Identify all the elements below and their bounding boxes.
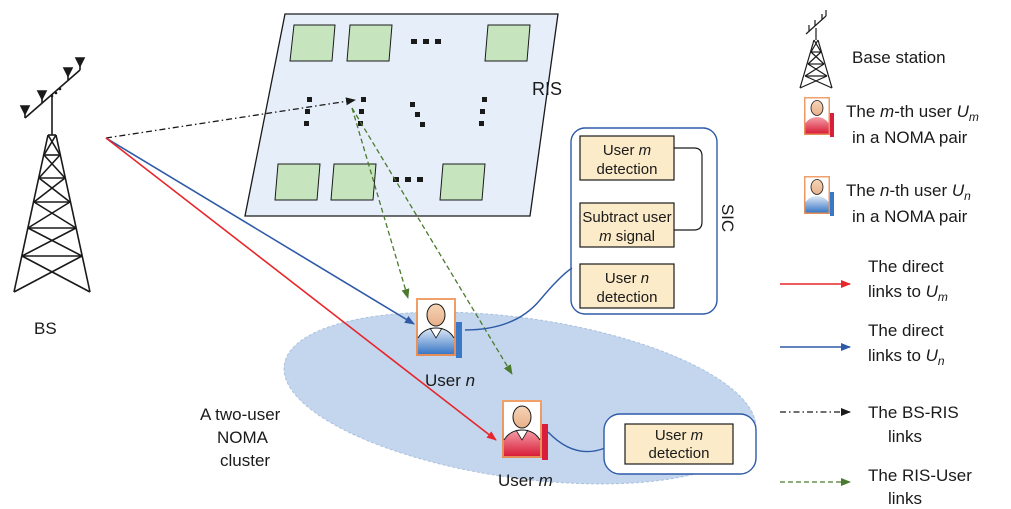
legend-direct-n-line2: links to Un (868, 346, 945, 368)
user-m-label: User m (498, 471, 553, 490)
svg-text:Subtract user: Subtract user (582, 209, 671, 226)
legend-base-station-label: Base station (852, 48, 946, 67)
ris-user-link-m (351, 107, 513, 375)
svg-text:User n: User n (605, 270, 649, 287)
user-m-icon (502, 400, 548, 460)
legend-bs-ris-line2: links (888, 427, 922, 446)
svg-text:User m: User m (603, 142, 651, 159)
bs-label: BS (34, 319, 57, 338)
legend-direct-m-line2: links to Um (868, 282, 948, 304)
direct-link-to-user-m (105, 137, 497, 441)
legend-user-m-line1: The m-th user Um (846, 102, 979, 124)
user-n-icon (416, 298, 462, 358)
bs-tower-icon (13, 57, 91, 293)
cluster-label-line3: cluster (220, 451, 270, 470)
user-n-label: User n (425, 371, 475, 390)
ris-ellipsis-middle (304, 97, 487, 127)
legend-user-n-icon (804, 176, 834, 216)
sic-box-subtract-signal (579, 202, 675, 248)
ris-element (330, 163, 377, 201)
sic-box-user-n-detection (579, 263, 675, 309)
cluster-label-line1: A two-user (200, 405, 281, 424)
svg-text:m signal: m signal (599, 228, 655, 245)
legend-ris-user-line2: links (888, 489, 922, 508)
ris-element (439, 163, 486, 201)
ris-element (346, 24, 393, 62)
legend-user-n-line1: The n-th user Un (846, 181, 971, 203)
ris-panel (244, 13, 559, 217)
user-m-detection-panel: User m detection (547, 413, 757, 475)
bs-ris-link (105, 97, 356, 139)
direct-link-to-user-n (105, 137, 415, 325)
cluster-label-line2: NOMA (217, 428, 269, 447)
sic-label: SIC (718, 204, 737, 232)
legend-user-n-line2: in a NOMA pair (852, 207, 968, 226)
svg-text:detection: detection (597, 289, 658, 306)
svg-text:User m: User m (655, 427, 703, 444)
legend-bs-ris-line1: The BS-RIS (868, 403, 959, 422)
ris-ellipsis-bottom (393, 177, 423, 182)
svg-text:detection: detection (597, 161, 658, 178)
legend-user-m-icon (804, 97, 834, 137)
legend-direct-n-line1: The direct (868, 321, 944, 340)
sic-box-user-m-detection (579, 135, 675, 181)
ris-label: RIS (532, 79, 562, 99)
ris-ellipsis-top (411, 39, 441, 44)
legend-direct-m-line1: The direct (868, 257, 944, 276)
ris-element (289, 24, 336, 62)
ris-element (274, 163, 321, 201)
svg-text:detection: detection (649, 445, 710, 462)
legend-base-station-icon (799, 10, 833, 89)
sic-panel: User m detection Subtract user m signal … (464, 127, 718, 331)
ris-user-link-n (351, 107, 410, 299)
ris-element (484, 24, 531, 62)
legend-ris-user-line1: The RIS-User (868, 466, 972, 485)
legend-user-m-line2: in a NOMA pair (852, 128, 968, 147)
